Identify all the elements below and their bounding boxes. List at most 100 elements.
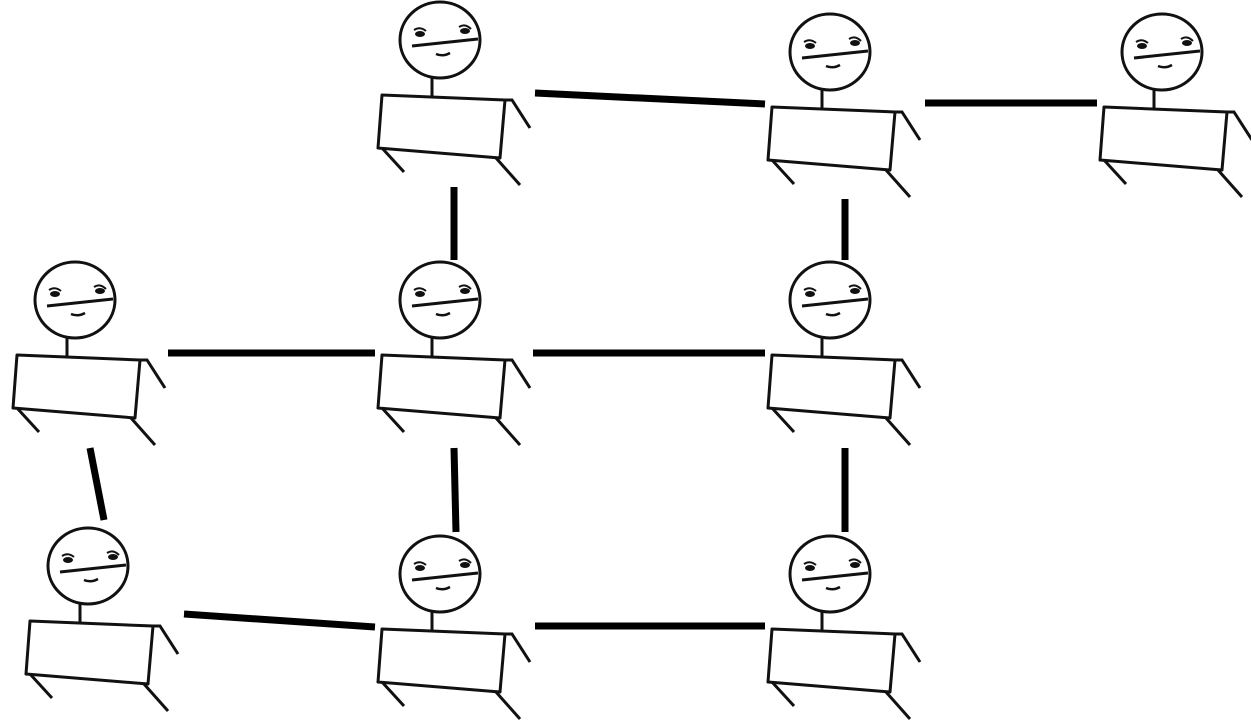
figure-left-eye-mark: [48, 287, 62, 292]
figure-left-leg: [1102, 158, 1128, 186]
figure-right-leg: [494, 691, 522, 720]
figure-right-leg: [142, 683, 170, 712]
figure-brow-line: [801, 49, 869, 60]
figure-right-arm: [895, 358, 922, 389]
figure-right-leg: [129, 417, 157, 446]
figure-right-leg: [884, 169, 912, 198]
stick-figure-icon: [376, 0, 532, 186]
figure-left-leg: [28, 672, 54, 700]
figure-head: [46, 526, 130, 606]
figure-head: [788, 12, 872, 92]
figure-body: [766, 627, 897, 694]
figure-right-eye: [108, 554, 118, 560]
figure-body: [766, 105, 897, 172]
figure-left-leg: [770, 680, 796, 708]
figure-right-eye: [1182, 40, 1192, 46]
figure-left-eye: [1137, 43, 1147, 49]
stick-figure-icon: [766, 260, 922, 446]
figure-right-leg: [1216, 169, 1244, 198]
figure-right-eye-mark: [458, 24, 472, 30]
figure-right-leg: [884, 691, 912, 720]
figure-left-leg: [15, 406, 41, 434]
figure-right-eye-mark: [1180, 36, 1194, 42]
figure-right-leg: [884, 417, 912, 446]
figure-mouth: [825, 311, 841, 317]
connector-line: [86, 447, 108, 521]
figure-left-leg: [380, 406, 406, 434]
figure-brow-line: [801, 571, 869, 582]
figure-left-eye-mark: [61, 553, 75, 558]
stick-figure-icon: [376, 260, 532, 446]
figure-right-leg: [494, 157, 522, 186]
figure-brow-line: [59, 563, 127, 574]
figure-right-eye-mark: [848, 36, 862, 42]
connector-line: [534, 89, 766, 108]
figure-right-eye-mark: [848, 558, 862, 564]
figure-left-leg: [770, 158, 796, 186]
figure-right-arm: [505, 632, 532, 663]
figure-body: [376, 627, 507, 694]
connector-line: [450, 447, 460, 533]
figure-left-eye-mark: [413, 287, 427, 292]
figure-brow-line: [1133, 49, 1201, 60]
stick-figure-icon: [766, 12, 922, 198]
figure-mouth: [1157, 63, 1173, 69]
figure-brow-line: [801, 297, 869, 308]
figure-left-eye: [805, 565, 815, 571]
stick-figure-icon: [376, 534, 532, 720]
figure-right-leg: [494, 417, 522, 446]
figure-head: [788, 534, 872, 614]
figure-right-arm: [895, 110, 922, 141]
figure-head: [33, 260, 117, 340]
figure-mouth: [83, 577, 99, 583]
stick-figure-icon: [1098, 12, 1251, 198]
figure-body: [766, 353, 897, 420]
figure-brow-line: [46, 297, 114, 308]
figure-brow-line: [411, 37, 479, 48]
figure-group: [11, 0, 1251, 720]
figure-right-eye-mark: [458, 284, 472, 290]
figure-left-eye: [63, 557, 73, 563]
figure-left-eye-mark: [413, 27, 427, 32]
figure-left-eye: [415, 291, 425, 297]
figure-right-eye-mark: [93, 284, 107, 290]
figure-right-eye-mark: [458, 558, 472, 564]
figure-left-eye: [805, 43, 815, 49]
figure-right-eye-mark: [848, 284, 862, 290]
figure-mouth: [435, 585, 451, 591]
stick-figure-icon: [11, 260, 167, 446]
figure-right-arm: [505, 358, 532, 389]
figure-mouth: [435, 311, 451, 317]
figure-left-eye-mark: [413, 561, 427, 566]
figure-left-leg: [380, 146, 406, 174]
figure-right-eye: [95, 288, 105, 294]
figure-right-eye: [850, 40, 860, 46]
stick-figure-icon: [24, 526, 180, 712]
figure-right-arm: [505, 98, 532, 129]
figure-brow-line: [411, 297, 479, 308]
figure-head: [1120, 12, 1204, 92]
figure-right-arm: [1227, 110, 1251, 141]
figure-left-leg: [380, 680, 406, 708]
figure-mouth: [70, 311, 86, 317]
figure-left-eye: [415, 31, 425, 37]
figure-body: [1098, 105, 1229, 172]
figure-left-eye: [415, 565, 425, 571]
figure-left-eye-mark: [1135, 39, 1149, 44]
figure-left-eye: [50, 291, 60, 297]
connector-line: [183, 610, 376, 631]
figure-mouth: [435, 51, 451, 57]
figure-brow-line: [411, 571, 479, 582]
figure-body: [24, 619, 155, 686]
figure-right-eye: [850, 562, 860, 568]
figure-right-eye: [460, 288, 470, 294]
figure-head: [398, 0, 482, 80]
figure-right-arm: [895, 632, 922, 663]
figure-mouth: [825, 585, 841, 591]
connector-group: [86, 89, 1097, 631]
stick-figure-icon: [766, 534, 922, 720]
figure-body: [11, 353, 142, 420]
figure-right-eye: [460, 562, 470, 568]
figure-head: [788, 260, 872, 340]
